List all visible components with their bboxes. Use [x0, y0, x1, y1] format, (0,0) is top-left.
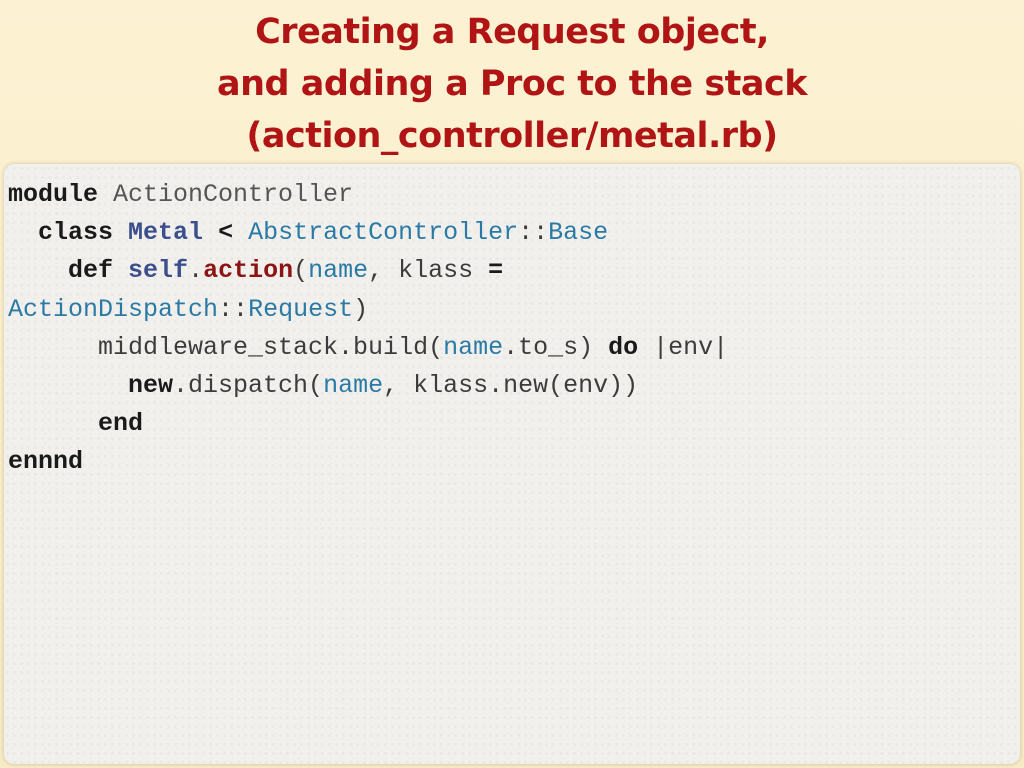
code-token: name — [308, 256, 369, 286]
code-token: ActionController — [98, 180, 354, 209]
code-line: ActionDispatch::Request) — [8, 291, 728, 329]
code-line: def self.action(name, klass = — [8, 252, 728, 290]
code-token: ) — [353, 294, 369, 324]
code-token: end — [8, 409, 144, 439]
code-token: do — [608, 332, 639, 362]
code-line: ennnd — [8, 443, 728, 481]
code-token: , klass.new(env)) — [383, 370, 639, 400]
code-token — [113, 218, 128, 247]
code-token: new — [8, 370, 174, 400]
code-token: name — [323, 370, 384, 400]
code-line: middleware_stack.build(name.to_s) do |en… — [8, 329, 728, 367]
title-line-1: Creating a Request object, — [255, 12, 769, 52]
slide-title: Creating a Request object, and adding a … — [0, 6, 1024, 162]
code-token: .dispatch( — [173, 370, 324, 400]
code-token: Request — [248, 294, 354, 324]
title-line-3: (action_controller/metal.rb) — [246, 116, 778, 156]
code-token: ennnd — [8, 447, 84, 477]
code-token: AbstractController — [248, 218, 519, 248]
code-token: :: — [218, 294, 249, 324]
code-line: class Metal < AbstractController::Base — [8, 214, 728, 252]
title-line-2: and adding a Proc to the stack — [216, 64, 808, 104]
code-token: self — [128, 256, 189, 286]
code-token: middleware_stack.build( — [8, 332, 444, 362]
code-line: end — [8, 405, 728, 443]
code-line: module ActionController — [8, 176, 728, 214]
code-token: .to_s) — [503, 332, 609, 362]
code-token: . — [188, 256, 204, 286]
code-token: module — [8, 180, 99, 209]
code-token: name — [443, 332, 504, 362]
code-panel — [4, 164, 1020, 764]
code-token — [113, 256, 128, 285]
code-token: :: — [518, 218, 549, 248]
code-token: def — [8, 256, 114, 286]
code-line: new.dispatch(name, klass.new(env)) — [8, 367, 728, 405]
code-token: Base — [548, 218, 609, 248]
code-token: ActionDispatch — [8, 294, 219, 324]
code-token: Metal — [128, 218, 204, 248]
code-token: ( — [293, 256, 309, 286]
code-block: module ActionController class Metal < Ab… — [8, 176, 728, 482]
code-token: class — [8, 218, 114, 248]
code-token: < — [203, 218, 249, 248]
code-token: , klass — [368, 256, 489, 286]
code-token: |env| — [638, 332, 729, 362]
code-token: = — [488, 256, 504, 286]
code-token: action — [203, 256, 294, 286]
